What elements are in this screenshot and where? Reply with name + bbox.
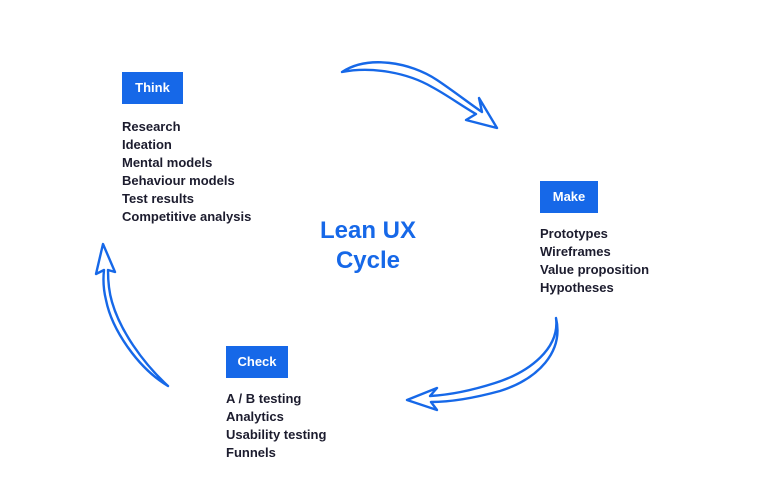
cycle-title: Lean UX Cycle [300,216,436,276]
check-badge: Check [226,346,288,378]
list-item: Analytics [226,409,284,424]
make-badge: Make [540,181,598,213]
list-item: Hypotheses [540,280,614,295]
arrow-think-to-make [340,61,499,130]
think-badge: Think [122,72,183,104]
think-list: Research Ideation Mental models Behaviou… [122,118,251,226]
list-item: Value proposition [540,262,650,277]
list-item: Usability testing [226,427,327,442]
list-item: Prototypes [540,226,608,241]
list-item: Ideation [122,137,172,152]
list-item: Behaviour models [122,173,235,188]
arrow-make-to-check [405,316,559,412]
list-item: Test results [122,191,195,206]
check-list: A / B testing Analytics Usability testin… [226,390,326,462]
list-item: Mental models [122,155,213,170]
list-item: Competitive analysis [122,209,252,224]
cycle-title-line-1: Lean UX [319,217,417,244]
list-item: Wireframes [540,244,611,259]
arrow-check-to-think [94,242,170,388]
cycle-title-line-2: Cycle [335,247,401,274]
list-item: Research [122,119,181,134]
list-item: Funnels [226,445,276,460]
make-list: Prototypes Wireframes Value proposition … [540,225,649,297]
list-item: A / B testing [226,391,302,406]
